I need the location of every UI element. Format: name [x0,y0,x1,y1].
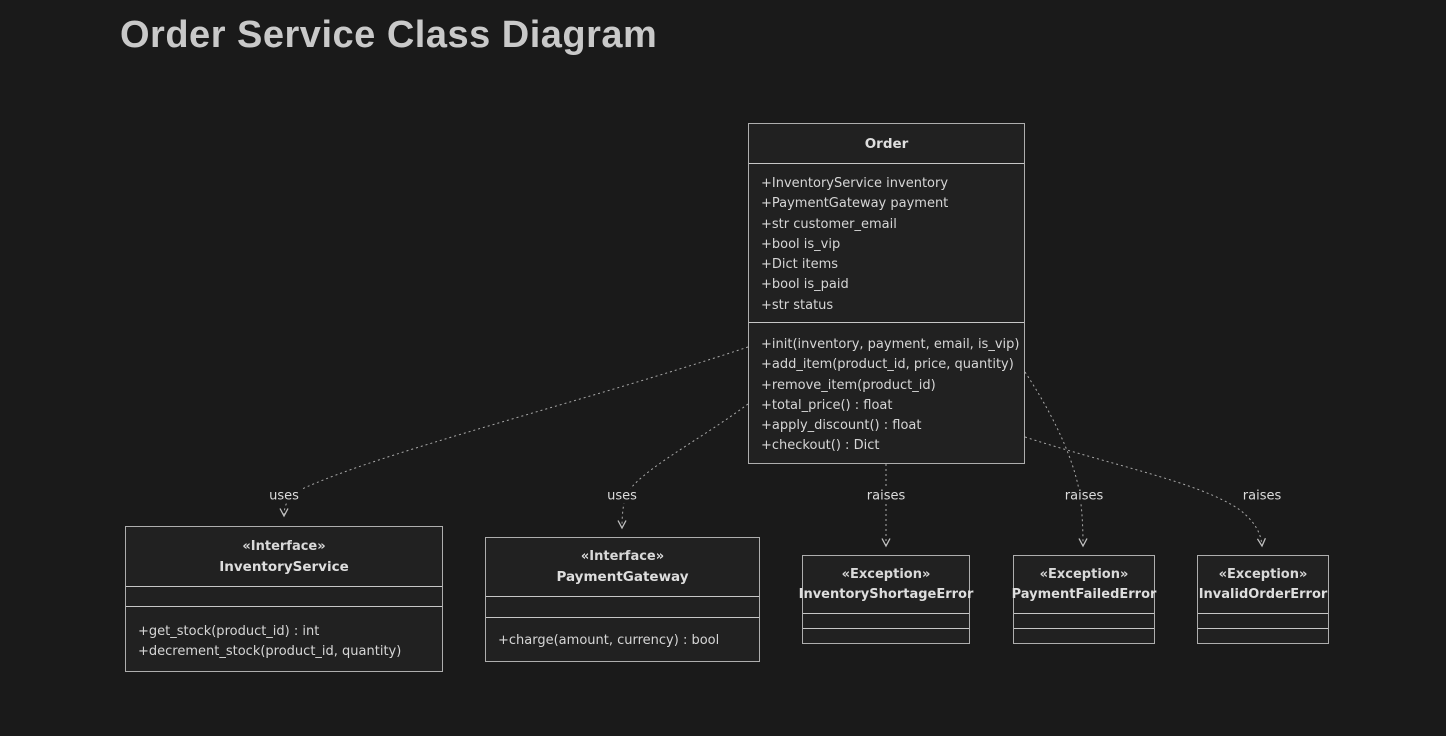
attribute: +str status [761,297,834,313]
attribute: +bool is_vip [761,236,841,252]
attribute: +InventoryService inventory [761,176,949,191]
class-paymentfailederror-methods [1014,629,1154,643]
class-inventoryservice: «Interface» InventoryService +get_stock(… [125,526,443,672]
class-invalidordererror-attributes [1198,614,1328,629]
method: +total_price() : float [761,397,893,413]
edge-label-raises-invalidordererror: raises [1239,488,1285,504]
class-paymentgateway: «Interface» PaymentGateway +charge(amoun… [485,537,760,662]
class-order-attributes: +InventoryService inventory +PaymentGate… [749,164,1024,323]
class-paymentgateway-header: «Interface» PaymentGateway [486,538,759,597]
class-stereotype: «Exception» [1039,566,1129,582]
class-name: InventoryService [219,558,349,575]
class-inventoryshortageerror-attributes [803,614,969,629]
class-inventoryservice-methods: +get_stock(product_id) : int +decrement_… [126,607,442,671]
class-paymentgateway-attributes [486,597,759,618]
class-invalidordererror-methods [1198,629,1328,643]
class-order: Order +InventoryService inventory +Payme… [748,123,1025,464]
method: +charge(amount, currency) : bool [498,633,720,648]
attribute: +str customer_email [761,216,897,232]
class-inventoryservice-header: «Interface» InventoryService [126,527,442,587]
method: +remove_item(product_id) [761,377,936,393]
method: +add_item(product_id, price, quantity) [761,357,1014,373]
edge-order-raises-paymentfailederror [1024,371,1088,548]
edge-order-uses-paymentgateway [617,403,749,530]
attribute: +bool is_paid [761,277,849,293]
class-paymentgateway-methods: +charge(amount, currency) : bool [486,618,759,661]
class-paymentfailederror-attributes [1014,614,1154,629]
class-invalidordererror-header: «Exception» InvalidOrderError [1198,556,1328,614]
class-stereotype: «Exception» [1218,566,1308,582]
class-paymentfailederror: «Exception» PaymentFailedError [1011,555,1157,644]
attribute: +PaymentGateway payment [761,196,949,212]
edge-order-uses-inventoryservice [279,346,749,518]
edge-label-uses-inventoryservice: uses [266,488,302,504]
edge-label-raises-inventoryshortageerror: raises [863,488,909,504]
class-invalidordererror: «Exception» InvalidOrderError [1197,555,1329,644]
class-name: InventoryShortageError [798,586,974,602]
class-paymentfailederror-header: «Exception» PaymentFailedError [1011,556,1157,614]
class-inventoryshortageerror-methods [803,629,969,643]
method: +init(inventory, payment, email, is_vip) [761,337,1020,352]
class-stereotype: «Exception» [841,566,931,582]
class-inventoryshortageerror-header: «Exception» InventoryShortageError [799,556,973,614]
class-stereotype: «Interface» [242,538,326,554]
method: +checkout() : Dict [761,438,880,454]
class-order-methods: +init(inventory, payment, email, is_vip)… [749,323,1024,463]
method: +apply_discount() : float [761,418,922,434]
class-name: InvalidOrderError [1198,586,1328,602]
attribute: +Dict items [761,257,839,273]
class-inventoryservice-attributes [126,587,442,607]
class-order-header: Order [749,124,1024,164]
edge-label-raises-paymentfailederror: raises [1061,488,1107,504]
class-name: PaymentFailedError [1011,586,1157,602]
edge-order-raises-invalidordererror [1024,436,1267,548]
class-stereotype: «Interface» [580,549,665,564]
method: +decrement_stock(product_id, quantity) [138,644,402,660]
method: +get_stock(product_id) : int [138,624,320,639]
class-name: PaymentGateway [556,569,689,585]
class-name: Order [864,135,909,152]
class-inventoryshortageerror: «Exception» InventoryShortageError [799,555,973,644]
edge-label-uses-paymentgateway: uses [604,488,640,504]
page-title: Order Service Class Diagram [120,14,658,56]
